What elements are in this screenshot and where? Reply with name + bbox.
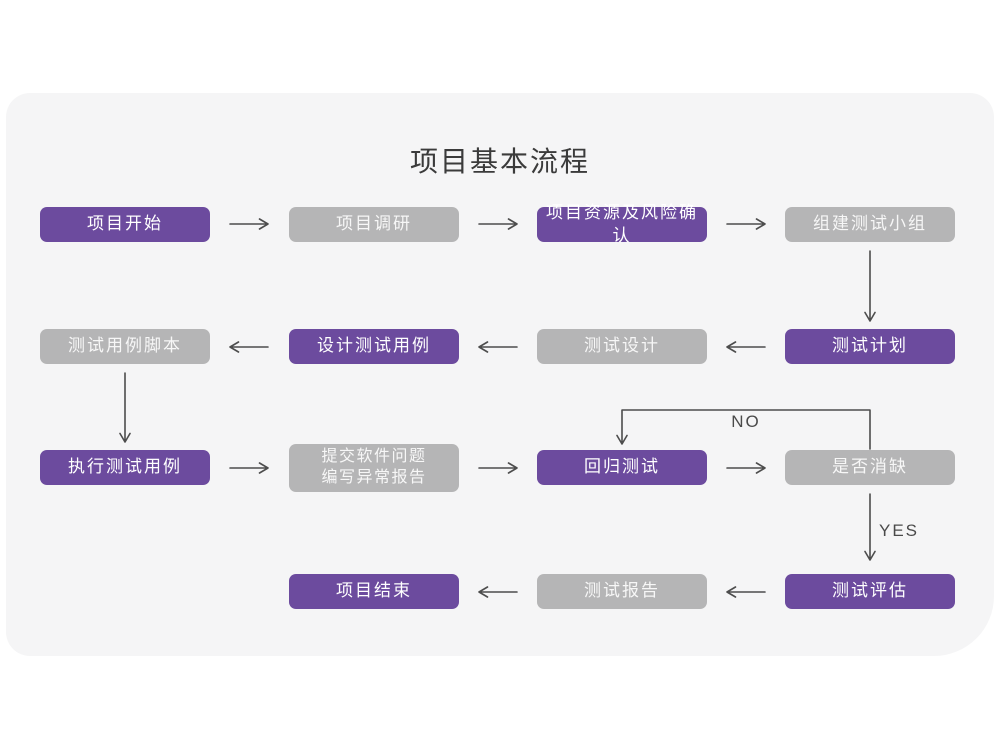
flow-node-design-test-case: 设计测试用例 <box>289 329 459 364</box>
flow-node-regression-test: 回归测试 <box>537 450 707 485</box>
flow-node-project-start: 项目开始 <box>40 207 210 242</box>
flowchart-card <box>6 93 994 656</box>
flow-node-issue-report: 提交软件问题 编写异常报告 <box>289 444 459 492</box>
flow-node-test-case-script: 测试用例脚本 <box>40 329 210 364</box>
branch-label-no: NO <box>731 412 761 431</box>
page-title: 项目基本流程 <box>409 146 590 177</box>
flow-node-test-plan: 测试计划 <box>785 329 955 364</box>
flow-node-execute-test-case: 执行测试用例 <box>40 450 210 485</box>
flow-node-resource-risk: 项目资源及风险确认 <box>537 203 707 245</box>
flow-node-project-end: 项目结束 <box>289 574 459 609</box>
flow-node-test-evaluation: 测试评估 <box>785 574 955 609</box>
flow-node-defect-cleared: 是否消缺 <box>785 450 955 485</box>
flow-node-project-research: 项目调研 <box>289 207 459 242</box>
flow-node-test-report: 测试报告 <box>537 574 707 609</box>
branch-label-yes: YES <box>879 521 920 540</box>
flow-node-build-test-team: 组建测试小组 <box>785 207 955 242</box>
flow-node-test-design: 测试设计 <box>537 329 707 364</box>
